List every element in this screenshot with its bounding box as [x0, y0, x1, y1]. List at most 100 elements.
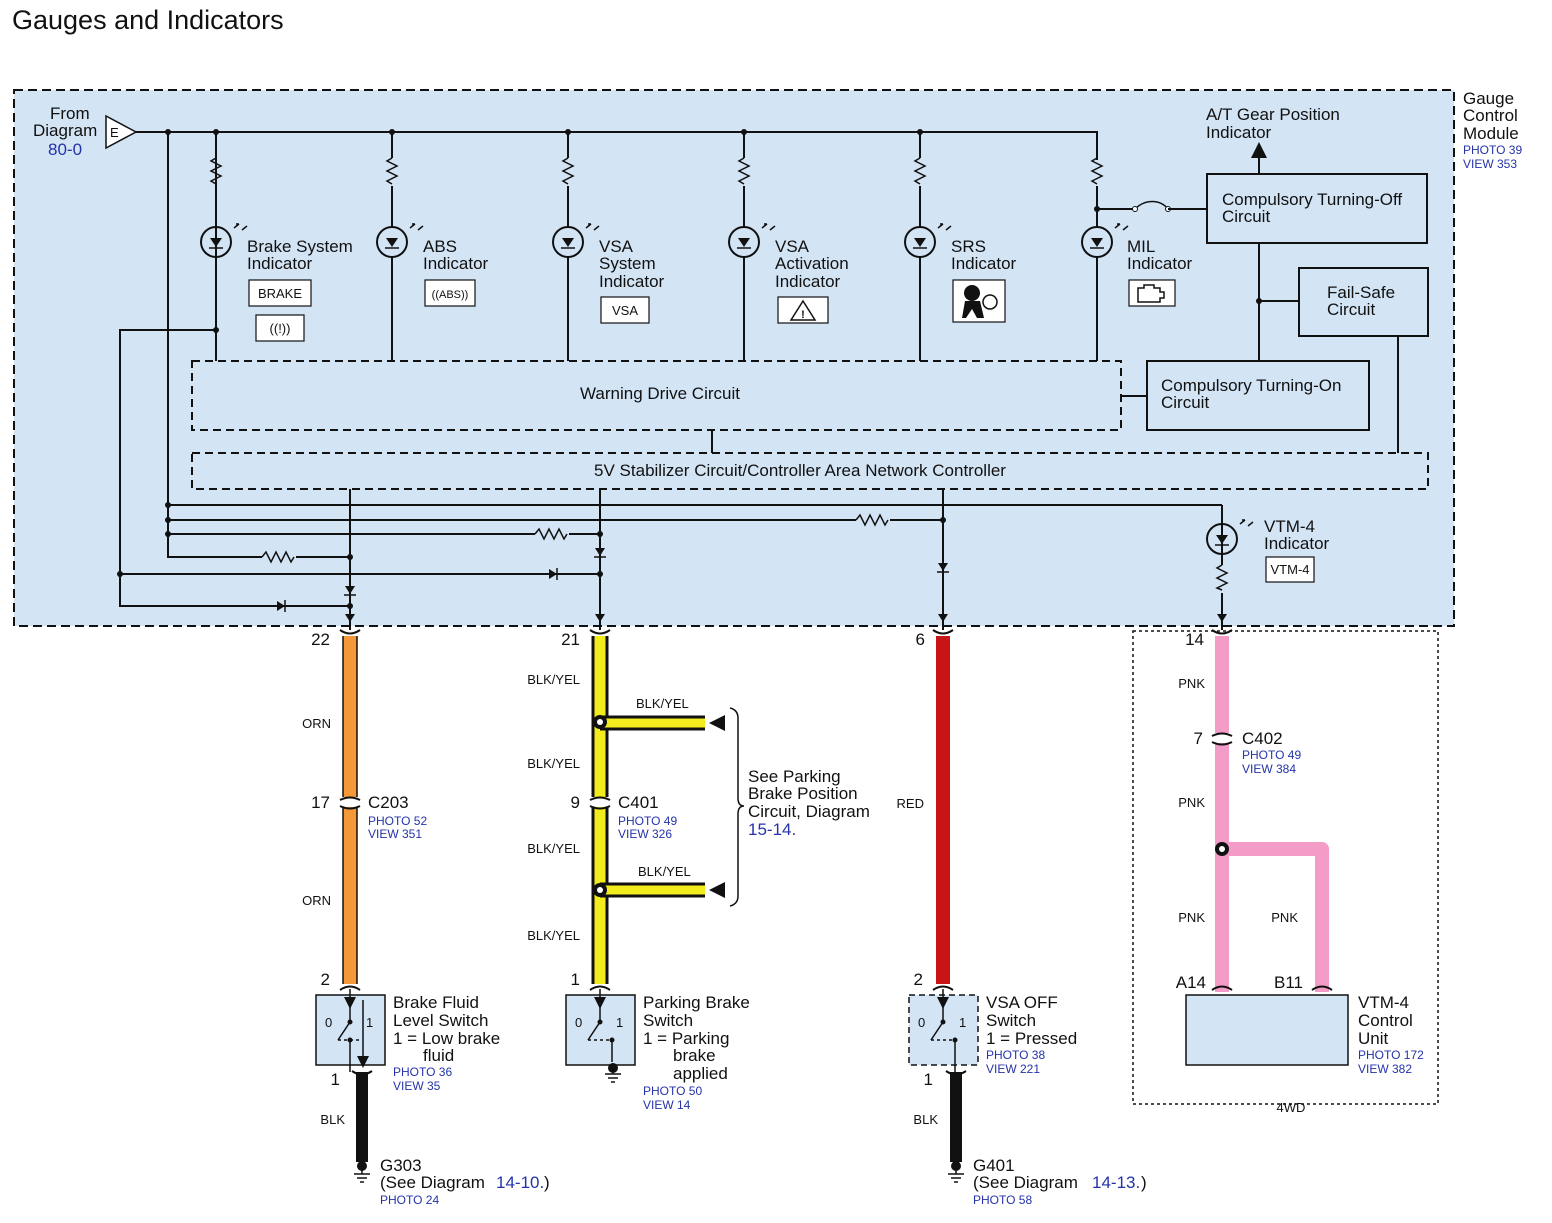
- svg-text:VIEW 35: VIEW 35: [393, 1079, 441, 1093]
- svg-text:PNK: PNK: [1178, 795, 1205, 810]
- warning-drive-box: [191, 360, 1122, 431]
- svg-text:C203: C203: [368, 793, 409, 812]
- svg-text:VIEW 14: VIEW 14: [643, 1098, 691, 1112]
- pnk-wire: PNK PNK PNK PNK: [1178, 636, 1329, 992]
- svg-text:Circuit: Circuit: [1222, 207, 1270, 226]
- svg-text:MIL: MIL: [1127, 237, 1155, 256]
- svg-text:BLK/YEL: BLK/YEL: [527, 841, 580, 856]
- svg-text:0: 0: [918, 1015, 925, 1030]
- svg-text:PHOTO 52: PHOTO 52: [368, 814, 427, 828]
- pin-6: 6: [916, 630, 925, 649]
- svg-text:Brake System: Brake System: [247, 237, 353, 256]
- svg-text:Parking Brake: Parking Brake: [643, 993, 750, 1012]
- svg-text:1 = Low brake: 1 = Low brake: [393, 1029, 500, 1048]
- svg-text:A14: A14: [1176, 973, 1206, 992]
- svg-text:ORN: ORN: [302, 716, 331, 731]
- svg-text:RED: RED: [897, 796, 924, 811]
- connector-e-letter: E: [110, 125, 119, 140]
- svg-text:Indicator: Indicator: [1127, 254, 1193, 273]
- vsa-badge: VSA: [612, 303, 638, 318]
- svg-text:1: 1: [616, 1015, 623, 1030]
- svg-text:VSA: VSA: [775, 237, 810, 256]
- svg-text:14-10.: 14-10.: [496, 1173, 544, 1192]
- svg-text:PHOTO 172: PHOTO 172: [1358, 1048, 1424, 1062]
- from-diagram-label: From Diagram 80-0: [33, 104, 97, 159]
- svg-text:BLK: BLK: [320, 1112, 345, 1127]
- svg-text:1: 1: [959, 1015, 966, 1030]
- svg-text:PHOTO 38: PHOTO 38: [986, 1048, 1045, 1062]
- indicator-vsa-activation: VSA Activation Indicator !: [775, 237, 849, 324]
- svg-text:1: 1: [924, 1070, 933, 1089]
- pin-14: 14: [1185, 630, 1204, 649]
- svg-text:Indicator: Indicator: [599, 272, 665, 291]
- 4wd-group-box: [1132, 630, 1439, 1105]
- svg-text:PHOTO 49: PHOTO 49: [1242, 748, 1301, 762]
- svg-text:From: From: [50, 104, 90, 123]
- svg-text:BLK/YEL: BLK/YEL: [527, 928, 580, 943]
- indicator-srs: SRS Indicator: [951, 237, 1017, 323]
- svg-text:Diagram: Diagram: [33, 121, 97, 140]
- ground-g401: G401 (See Diagram 14-13. ) PHOTO 58: [973, 1156, 1147, 1207]
- svg-text:14-13.: 14-13.: [1092, 1173, 1140, 1192]
- svg-text:2: 2: [914, 970, 923, 989]
- svg-text:C401: C401: [618, 793, 659, 812]
- svg-text:applied: applied: [673, 1064, 728, 1083]
- svg-text:1 = Parking: 1 = Parking: [643, 1029, 729, 1048]
- svg-text:Switch: Switch: [643, 1011, 693, 1030]
- indicator-vsa-system: VSA System Indicator VSA: [599, 237, 665, 324]
- svg-text:BLK: BLK: [913, 1112, 938, 1127]
- svg-text:1: 1: [366, 1015, 373, 1030]
- indicator-brake-system: Brake System Indicator BRAKE ((!)): [247, 237, 353, 342]
- svg-text:(See Diagram: (See Diagram: [973, 1173, 1078, 1192]
- blk-yel-wire: BLK/YEL BLK/YEL BLK/YEL BLK/YEL BLK/YEL …: [527, 636, 725, 984]
- pin-21: 21: [561, 630, 580, 649]
- svg-text:PHOTO 24: PHOTO 24: [380, 1193, 439, 1207]
- svg-text:9: 9: [571, 793, 580, 812]
- svg-text:0: 0: [575, 1015, 582, 1030]
- svg-text:Activation: Activation: [775, 254, 849, 273]
- connector-c402: 7 C402 PHOTO 49 VIEW 384: [1194, 729, 1302, 776]
- gauge-control-module-box: [13, 89, 1455, 627]
- svg-text:Level Switch: Level Switch: [393, 1011, 488, 1030]
- svg-text:BLK/YEL: BLK/YEL: [636, 696, 689, 711]
- abs-icon: ((ABS)): [432, 289, 469, 301]
- svg-text:BLK/YEL: BLK/YEL: [527, 756, 580, 771]
- svg-text:C402: C402: [1242, 729, 1283, 748]
- svg-text:VIEW 353: VIEW 353: [1463, 157, 1517, 171]
- svg-text:VIEW 221: VIEW 221: [986, 1062, 1040, 1076]
- pin-22: 22: [311, 630, 330, 649]
- svg-text:!: !: [801, 309, 805, 321]
- svg-text:1: 1: [331, 1070, 340, 1089]
- svg-text:Module: Module: [1463, 124, 1519, 143]
- svg-text:Unit: Unit: [1358, 1029, 1389, 1048]
- svg-text:VTM-4: VTM-4: [1358, 993, 1409, 1012]
- svg-text:See Parking: See Parking: [748, 767, 841, 786]
- vsa-off-switch: 2 0 1 VSA OFF Switch 1 = Pressed PHOTO 3…: [908, 970, 1077, 1089]
- svg-text:80-0: 80-0: [48, 140, 82, 159]
- indicator-vtm4: VTM-4 Indicator VTM-4: [1206, 517, 1330, 583]
- svg-text:): ): [544, 1173, 550, 1192]
- vtm4-control-unit: A14 B11 VTM-4 Control Unit PHOTO 172 VIE…: [1176, 973, 1424, 1076]
- ground-g303: G303 (See Diagram 14-10. ) PHOTO 24: [380, 1156, 550, 1207]
- red-wire: RED: [897, 636, 950, 984]
- svg-text:Indicator: Indicator: [423, 254, 489, 273]
- 4wd-label: 4WD: [1277, 1100, 1306, 1115]
- svg-text:Control: Control: [1463, 106, 1518, 125]
- svg-text:2: 2: [321, 970, 330, 989]
- indicator-lamp-srs: [904, 132, 952, 361]
- svg-text:PNK: PNK: [1178, 676, 1205, 691]
- fuse-link-symbol: [1134, 200, 1169, 210]
- svg-text:BLK/YEL: BLK/YEL: [527, 672, 580, 687]
- internal-wiring: [117, 132, 1230, 630]
- page-title: Gauges and Indicators: [12, 5, 284, 35]
- svg-text:Control: Control: [1358, 1011, 1413, 1030]
- svg-text:0: 0: [325, 1015, 332, 1030]
- connector-c203: 17 C203 PHOTO 52 VIEW 351: [311, 793, 427, 841]
- indicator-lamp-abs: [376, 132, 424, 361]
- svg-text:B11: B11: [1274, 973, 1303, 992]
- svg-text:Switch: Switch: [986, 1011, 1036, 1030]
- svg-text:17: 17: [311, 793, 330, 812]
- svg-text:PNK: PNK: [1178, 910, 1205, 925]
- svg-text:Indicator: Indicator: [247, 254, 313, 273]
- connector-e-triangle: [105, 114, 138, 150]
